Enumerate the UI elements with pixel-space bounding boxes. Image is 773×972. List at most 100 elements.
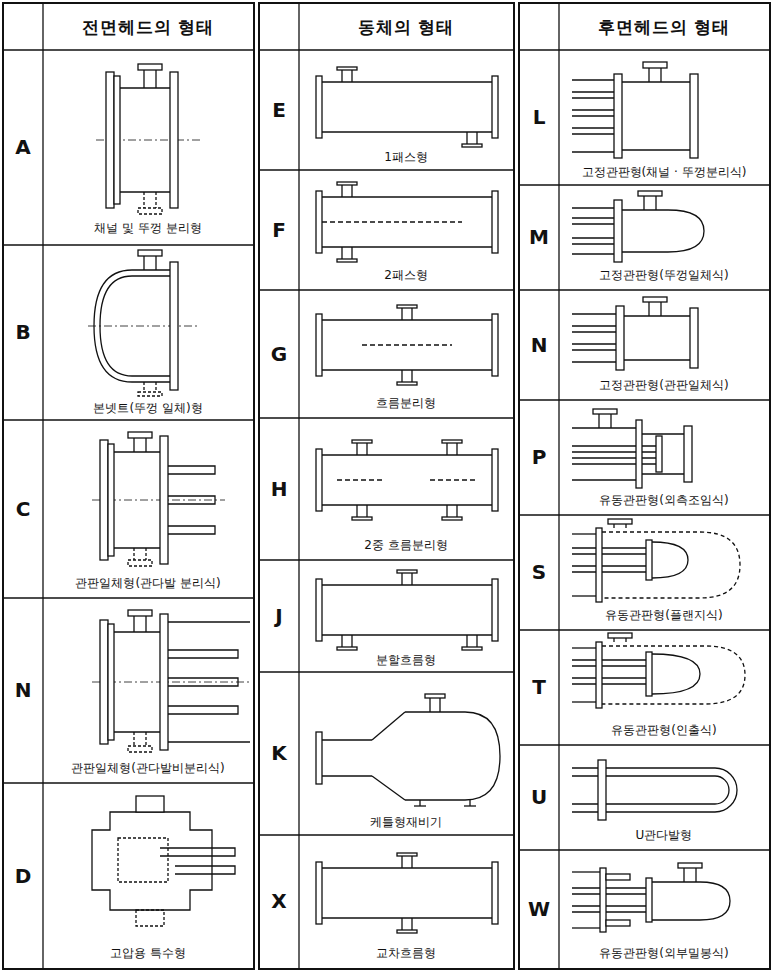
rear-head-drawing bbox=[572, 427, 636, 428]
rear-head-drawing bbox=[652, 882, 730, 920]
rear-head-drawing bbox=[602, 532, 740, 598]
rear-head-drawing bbox=[622, 81, 690, 82]
rear-head-drawing bbox=[646, 652, 652, 696]
front-head-drawing bbox=[106, 72, 114, 208]
rear-head-drawing bbox=[642, 433, 684, 434]
rear-head-drawing bbox=[690, 308, 698, 368]
table-grid bbox=[519, 49, 770, 50]
front-head-drawing bbox=[118, 838, 168, 882]
rear-head-drawing bbox=[624, 359, 690, 360]
front-head-drawing bbox=[160, 848, 235, 874]
front-head-drawing bbox=[108, 624, 114, 740]
front-head-drawing bbox=[143, 256, 144, 270]
kettle-drawing bbox=[372, 776, 405, 800]
column-header: 전면헤드의 형태 bbox=[82, 17, 215, 37]
rear-head-drawing bbox=[572, 927, 600, 928]
kettle-drawing bbox=[316, 732, 322, 784]
rear-head-drawing bbox=[572, 79, 614, 80]
table-grid bbox=[519, 289, 770, 290]
rear-head-drawing bbox=[572, 62, 698, 158]
type-caption: 2패스형 bbox=[382, 268, 430, 282]
rear-head-drawing bbox=[648, 302, 649, 316]
rear-head-drawing bbox=[572, 760, 737, 820]
shell-drawing bbox=[352, 440, 372, 455]
rear-head-drawing bbox=[624, 315, 690, 316]
rear-head-drawing bbox=[572, 151, 614, 152]
table-grid bbox=[259, 49, 514, 50]
table-grid bbox=[519, 3, 770, 969]
rear-head-drawing bbox=[572, 768, 737, 812]
type-caption: 1패스형 bbox=[382, 150, 430, 164]
row-letter: P bbox=[532, 445, 547, 469]
type-caption: 유동관판형(인출식) bbox=[609, 723, 718, 737]
rear-head-drawing bbox=[572, 326, 616, 350]
row-letter: B bbox=[15, 320, 30, 344]
rear-head-drawing bbox=[690, 74, 698, 158]
front-head-drawing bbox=[170, 72, 178, 208]
shell-drawing bbox=[462, 132, 482, 147]
front-head-drawing bbox=[170, 262, 178, 390]
type-caption: 관판일체형(관다발 분리식) bbox=[73, 576, 222, 590]
shell-drawing bbox=[462, 635, 482, 650]
rear-head-drawing bbox=[572, 776, 729, 804]
rear-head-drawing bbox=[572, 297, 698, 370]
rear-head-drawing bbox=[598, 414, 599, 428]
kettle-drawing bbox=[439, 698, 440, 712]
rear-head-drawing bbox=[636, 420, 642, 488]
front-head-drawing bbox=[143, 192, 144, 208]
column-header: 후면헤드의 형태 bbox=[598, 17, 731, 37]
front-head-drawing bbox=[155, 192, 156, 208]
front-head-drawing bbox=[96, 64, 200, 214]
table-grid bbox=[3, 244, 254, 245]
front-head-drawing bbox=[92, 812, 212, 910]
front-head-drawing bbox=[133, 438, 134, 452]
rear-head-drawing bbox=[614, 74, 622, 158]
front-head-drawing bbox=[114, 631, 160, 632]
rear-head-drawing bbox=[596, 528, 602, 602]
front-head-drawing bbox=[92, 682, 250, 683]
front-head-drawing bbox=[138, 250, 162, 256]
table-grid bbox=[558, 3, 559, 969]
shell-drawing bbox=[362, 344, 452, 345]
front-head-drawing bbox=[138, 392, 162, 396]
front-head-drawing bbox=[94, 270, 170, 382]
front-head-drawing bbox=[120, 191, 170, 192]
rear-head-drawing bbox=[656, 436, 662, 472]
shell-drawing bbox=[316, 570, 498, 650]
front-head-drawing bbox=[108, 444, 114, 556]
shell-drawing bbox=[397, 918, 417, 933]
front-head-drawing bbox=[136, 796, 164, 812]
rear-head-drawing bbox=[638, 191, 662, 196]
row-letter: N bbox=[15, 678, 32, 702]
row-letter: D bbox=[15, 864, 32, 888]
front-head-drawing bbox=[88, 250, 200, 396]
kettle-drawing bbox=[469, 800, 470, 806]
kettle-drawing bbox=[465, 712, 500, 800]
type-caption: 흐름분리형 bbox=[374, 396, 438, 410]
shell-drawing bbox=[316, 579, 498, 641]
rear-head-drawing bbox=[660, 68, 661, 82]
front-head-drawing bbox=[128, 560, 152, 566]
table-grid bbox=[519, 629, 770, 630]
front-head-drawing bbox=[145, 616, 146, 632]
kettle-drawing bbox=[322, 739, 372, 740]
shell-drawing bbox=[337, 67, 357, 82]
front-head-drawing bbox=[92, 796, 235, 926]
shell-drawing bbox=[316, 67, 498, 147]
type-caption: 고정관판형(뚜껑일체식) bbox=[597, 268, 730, 282]
shell-drawing bbox=[397, 570, 417, 585]
front-head-drawing bbox=[120, 87, 170, 88]
rear-head-drawing bbox=[643, 297, 667, 302]
kettle-drawing bbox=[464, 805, 476, 806]
rear-head-drawing bbox=[572, 313, 616, 314]
type-caption: 고정관판형(관판일체식) bbox=[597, 378, 730, 392]
rear-head-drawing bbox=[602, 646, 745, 704]
type-caption: 유동관판형(외부밀봉식) bbox=[597, 946, 730, 960]
rear-head-drawing bbox=[655, 196, 656, 210]
table-grid bbox=[519, 399, 770, 400]
front-head-drawing bbox=[92, 432, 225, 566]
type-caption: 채널 및 뚜껑 분리형 bbox=[92, 221, 203, 235]
front-head-drawing bbox=[138, 64, 162, 70]
row-letter: S bbox=[532, 560, 546, 584]
table-grid bbox=[298, 3, 299, 969]
